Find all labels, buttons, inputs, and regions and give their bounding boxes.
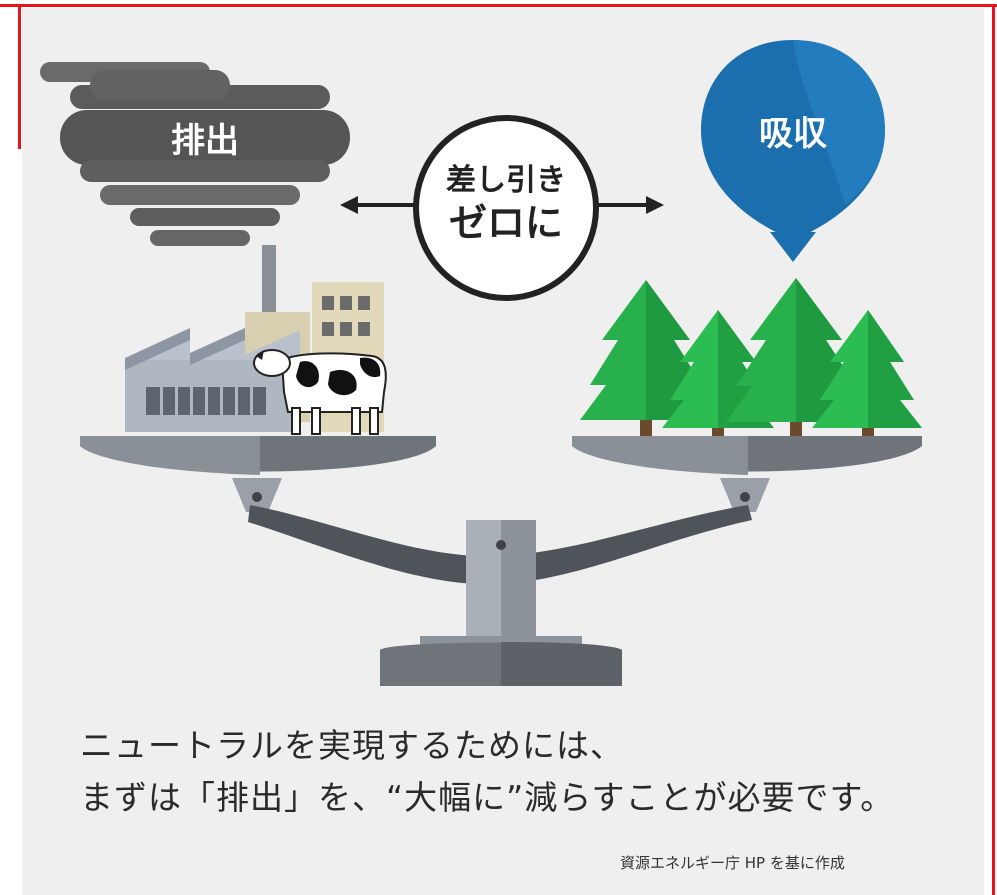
red-border-left: [18, 4, 21, 149]
tree-icon: [812, 310, 922, 438]
caption-line-1: ニュートラルを実現するためには、: [80, 726, 624, 765]
balance-scale: [80, 436, 922, 686]
red-border-right: [992, 4, 995, 895]
emission-cloud: 排出: [40, 62, 350, 246]
source-credit: 資源エネルギー庁 HP を基に作成: [620, 854, 845, 872]
caption: ニュートラルを実現するためには、 まずは「排出」を、“大幅に”減らすことが必要で…: [80, 720, 960, 824]
left-arrow-icon: [340, 196, 358, 214]
cow-icon: [253, 349, 387, 435]
absorption-label: 吸収: [759, 114, 827, 154]
absorption-drop: 吸収: [701, 40, 885, 262]
net-zero-line2: ゼロに: [449, 201, 563, 245]
forest-icon: [580, 278, 922, 438]
emission-label: 排出: [171, 121, 239, 161]
caption-line-2: まずは「排出」を、“大幅に”減らすことが必要です。: [80, 778, 895, 817]
red-border-top: [0, 4, 997, 7]
net-zero-badge: 差し引き ゼロに: [340, 115, 664, 301]
right-arrow-icon: [646, 196, 664, 214]
net-zero-line1: 差し引き: [446, 163, 566, 198]
